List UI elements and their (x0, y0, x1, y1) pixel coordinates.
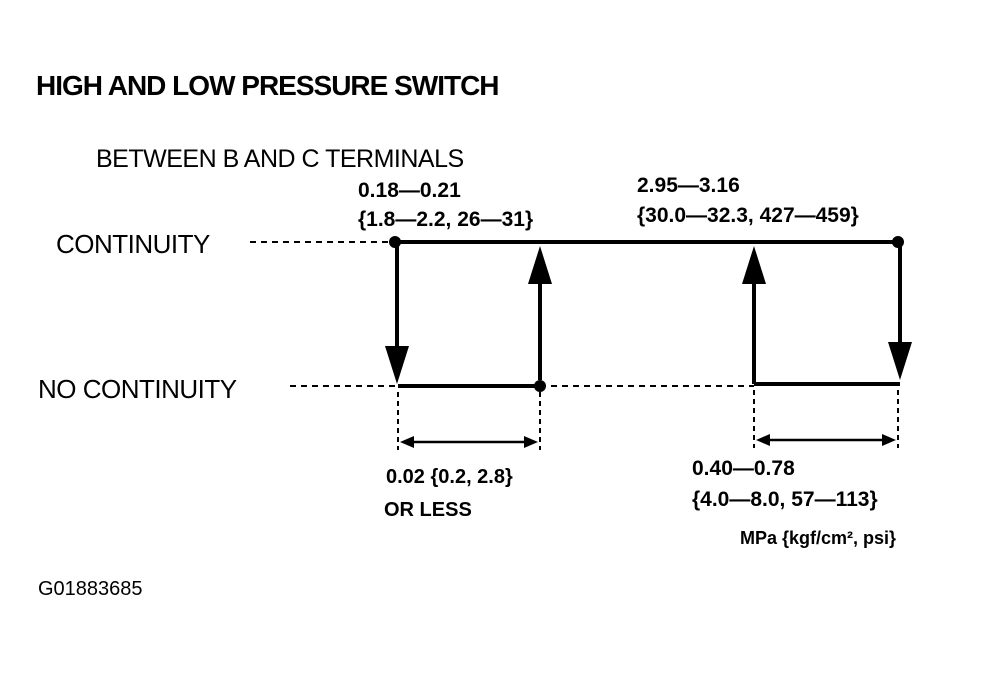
high-diff-arrowhead-left (756, 434, 770, 446)
units-label: MPa {kgf/cm², psi} (740, 528, 897, 548)
high-off-arrowhead (888, 342, 912, 380)
diagram-title: HIGH AND LOW PRESSURE SWITCH (36, 70, 500, 101)
terminals-label: BETWEEN B AND C TERMINALS (96, 145, 464, 173)
continuity-label: CONTINUITY (56, 229, 210, 259)
low-on-arrowhead (528, 246, 552, 284)
high-pressure-alt-units: {30.0—32.3, 427—459} (637, 204, 859, 227)
continuity-left-node (389, 236, 401, 248)
high-on-arrowhead (742, 246, 766, 284)
low-differential-qualifier: OR LESS (384, 499, 472, 521)
low-diff-arrowhead-left (400, 436, 414, 448)
continuity-right-node (892, 236, 904, 248)
figure-code: G01883685 (38, 578, 143, 600)
low-pressure-alt-units: {1.8—2.2, 26—31} (358, 208, 534, 231)
high-differential-mpa: 0.40—0.78 (692, 457, 795, 480)
no-continuity-label: NO CONTINUITY (38, 374, 237, 404)
low-differential-value: 0.02 {0.2, 2.8} (386, 466, 513, 488)
low-diff-arrowhead-right (524, 436, 538, 448)
high-differential-alt-units: {4.0—8.0, 57—113} (692, 488, 878, 511)
low-pressure-mpa: 0.18—0.21 (358, 179, 461, 202)
high-pressure-mpa: 2.95—3.16 (637, 174, 740, 197)
no-continuity-low-node (534, 380, 546, 392)
high-diff-arrowhead-right (882, 434, 896, 446)
low-off-arrowhead (385, 346, 409, 384)
